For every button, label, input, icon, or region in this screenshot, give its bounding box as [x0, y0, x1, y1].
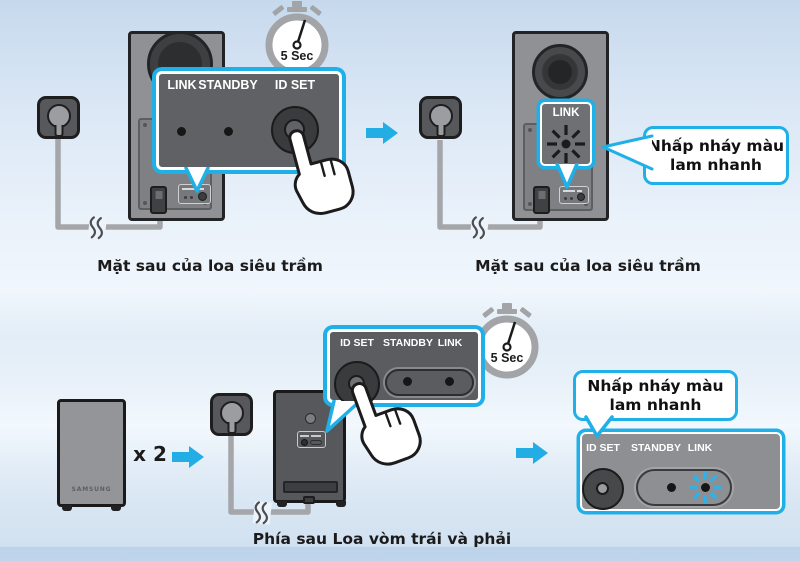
idset-mini-panel — [178, 184, 211, 204]
bubble-line-1: Nhấp nháy màu — [647, 136, 785, 155]
blinking-led-icon — [547, 125, 585, 163]
bubble-line-2: lam nhanh — [609, 395, 702, 414]
standby-label: STANDBY — [631, 442, 681, 454]
plug-stem — [436, 125, 445, 137]
surround-panel-result: ID SET STANDBY LINK — [580, 432, 782, 511]
bubble-pointer-wedge — [601, 134, 654, 171]
callout-tail-1 — [184, 167, 210, 193]
link-label: LINK — [167, 78, 197, 92]
samsung-logo: SAMSUNG — [71, 486, 112, 493]
plug-head — [219, 401, 244, 425]
id-set-button — [582, 468, 624, 510]
blink-note-bubble-2: Nhấp nháy màu lam nhanh — [573, 370, 738, 421]
speaker-foot — [336, 501, 346, 507]
stopwatch-graphic — [265, 1, 329, 77]
power-cord-socket — [533, 186, 550, 214]
subwoofer-panel-callout: LINK STANDBY ID SET — [156, 71, 342, 170]
plug-stem — [54, 125, 63, 137]
bubble-line-2: lam nhanh — [670, 155, 762, 174]
led-oval — [385, 369, 474, 396]
speaker-foot — [111, 505, 121, 511]
caption-surround: Phía sau Loa vòm trái và phải — [252, 530, 512, 548]
link-label: LINK — [437, 337, 463, 349]
mini-id-set-button — [301, 439, 308, 446]
link-led — [177, 127, 186, 136]
caption-subwoofer-right: Mặt sau của loa siêu trầm — [475, 257, 701, 275]
idset-mini-panel — [559, 186, 589, 204]
stopwatch-graphic — [475, 303, 539, 379]
next-step-arrow-1 — [366, 122, 398, 144]
blue-blink-rays-icon — [689, 471, 721, 503]
standby-label: STANDBY — [383, 337, 433, 349]
blink-note-bubble-1: Nhấp nháy màu lam nhanh — [643, 126, 789, 185]
next-step-arrow-3 — [516, 442, 548, 464]
speaker-foot — [277, 501, 287, 507]
timer-label: 5 Sec — [490, 351, 524, 365]
callout-tail-2 — [555, 163, 579, 189]
link-led — [445, 377, 454, 386]
power-plug-icon-2 — [419, 96, 462, 139]
stopwatch-icon-1: 5 Sec — [264, 0, 330, 82]
link-label: LINK — [687, 442, 713, 454]
led-oval — [636, 469, 732, 506]
surround-speaker-front: SAMSUNG — [57, 399, 126, 507]
timer-label: 5 Sec — [280, 49, 314, 63]
id-set-label: ID SET — [586, 442, 620, 454]
port-slot — [283, 481, 338, 493]
plug-head — [428, 104, 453, 128]
bubble-line-1: Nhấp nháy màu — [587, 376, 724, 395]
idset-mini-panel — [297, 431, 326, 448]
standby-label: STANDBY — [198, 78, 258, 92]
pressing-hand-1 — [279, 118, 359, 221]
power-cable-3 — [228, 436, 311, 525]
bubble-tail-2 — [584, 415, 614, 438]
power-cord-socket — [150, 186, 167, 214]
plug-stem — [227, 422, 236, 434]
id-set-button — [271, 106, 319, 154]
stopwatch-icon-2: 5 Sec — [474, 302, 540, 384]
cable-notch — [303, 496, 315, 504]
speaker-foot — [62, 505, 72, 511]
multiplier-label: x 2 — [133, 442, 167, 466]
standby-led — [667, 483, 676, 492]
link-led-blinking — [701, 483, 710, 492]
id-set-button-center — [596, 482, 609, 495]
id-set-label: ID SET — [340, 337, 374, 349]
link-led-callout: LINK — [540, 102, 592, 166]
next-step-arrow-2 — [172, 446, 204, 468]
link-label: LINK — [552, 107, 580, 119]
standby-led — [224, 127, 233, 136]
power-plug-icon-1 — [37, 96, 80, 139]
subwoofer-driver-inner — [548, 60, 572, 84]
id-set-label: ID SET — [274, 78, 316, 92]
mini-led-oval — [310, 440, 322, 445]
subwoofer-driver — [532, 44, 588, 100]
callout-tail-3 — [325, 400, 362, 433]
standby-led — [403, 377, 412, 386]
caption-subwoofer-left: Mặt sau của loa siêu trầm — [97, 257, 323, 275]
power-plug-icon-3 — [210, 393, 253, 436]
mount-hole — [305, 413, 316, 424]
